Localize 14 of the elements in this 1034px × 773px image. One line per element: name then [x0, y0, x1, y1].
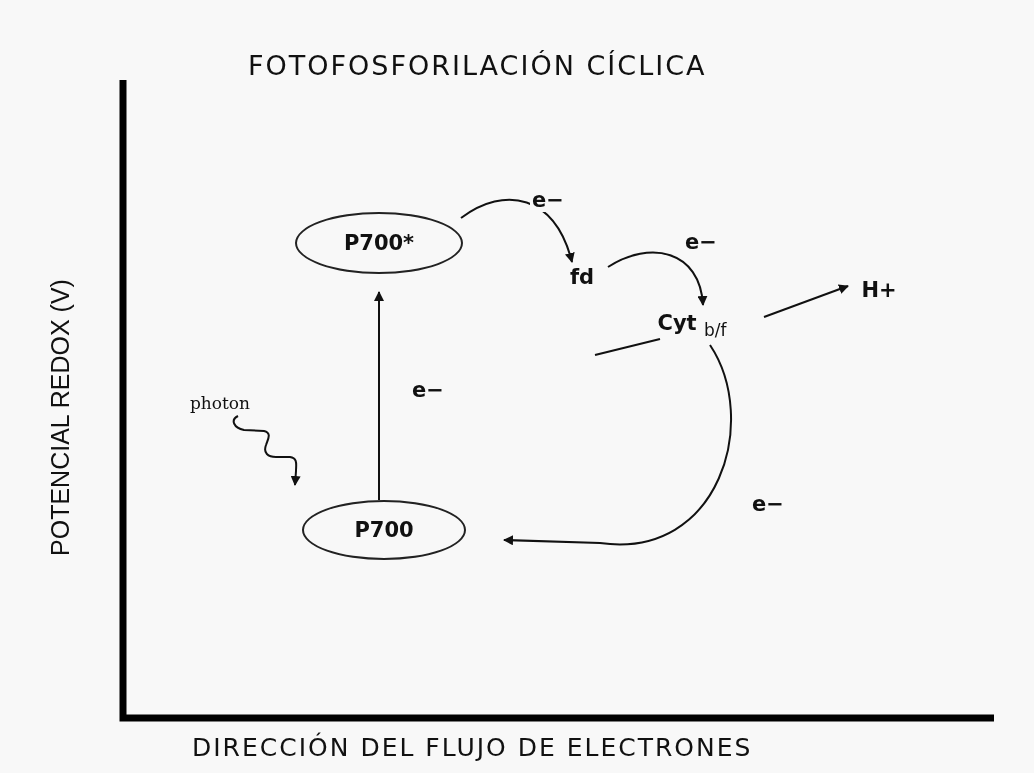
- arrow: [460, 198, 575, 263]
- component-ellipse: P700: [302, 500, 466, 560]
- arrow: [503, 344, 732, 546]
- node-label: H+: [848, 275, 910, 305]
- axis-label: POTENCIAL REDOX (V): [45, 278, 75, 558]
- title: FOTOFOSFORILACIÓN CÍCLICA: [248, 50, 707, 81]
- component-ellipse: P700*: [295, 212, 463, 274]
- wavy-arrow: [232, 415, 301, 486]
- node-label: Cyt $_{b/f}$: [618, 305, 766, 345]
- arrow: [607, 251, 707, 306]
- node-label: fd: [560, 262, 604, 292]
- arrow: [763, 284, 849, 318]
- axis-label: DIRECCIÓN DEL FLUJO DE ELECTRONES: [192, 733, 753, 762]
- node-label: photon: [160, 390, 280, 416]
